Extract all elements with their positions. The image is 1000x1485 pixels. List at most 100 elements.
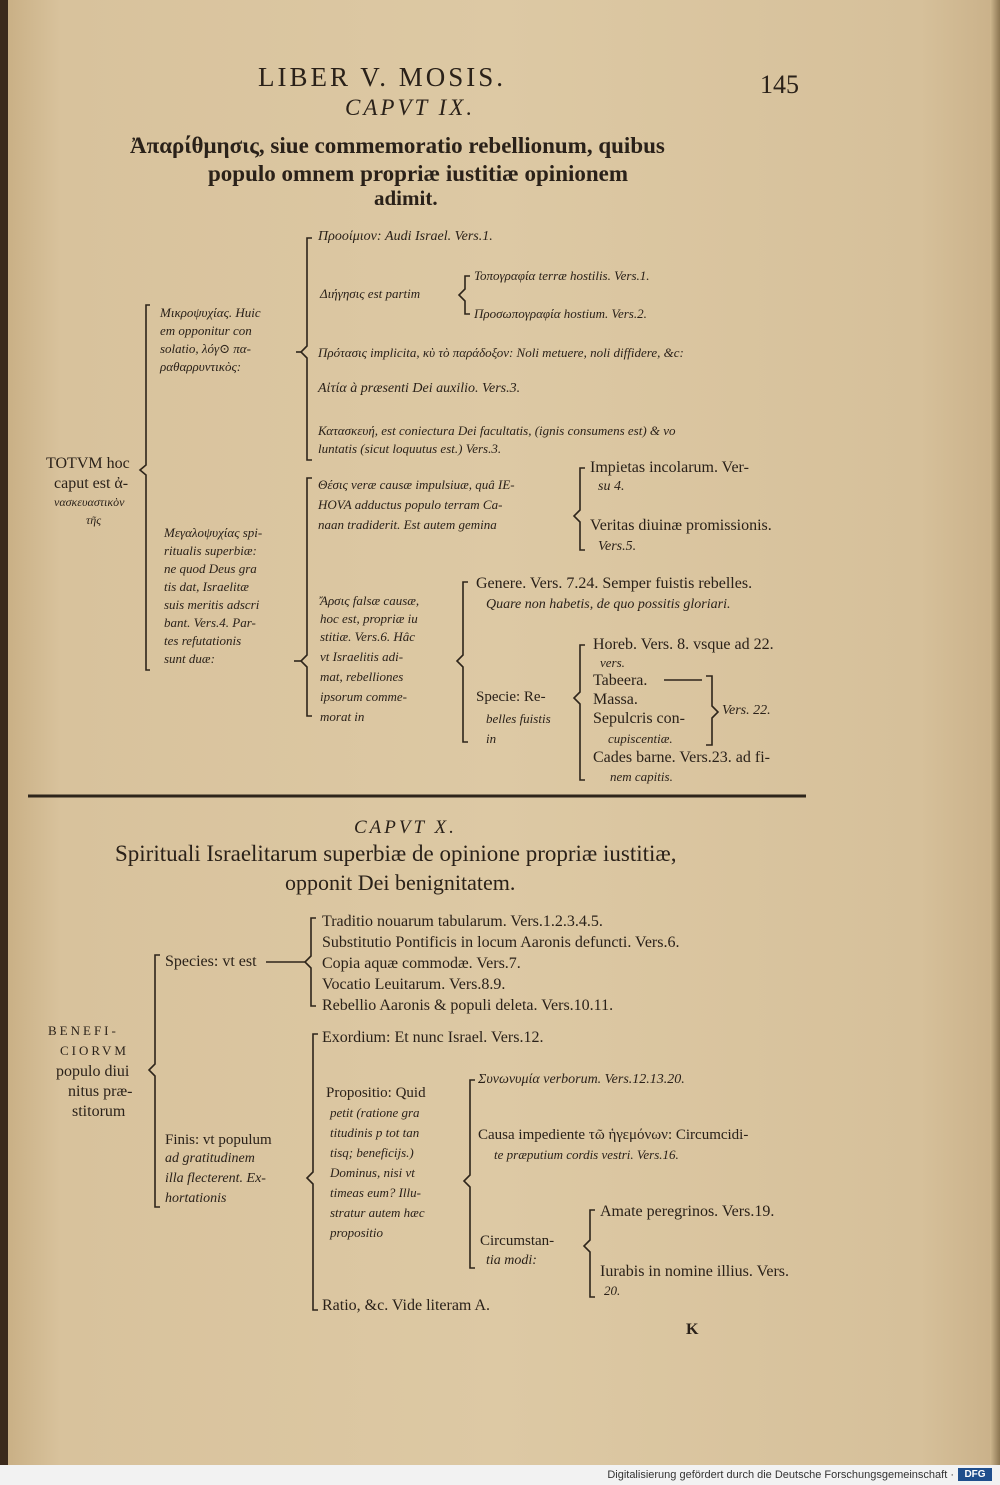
- root-label-10: CIORVM: [60, 1043, 129, 1058]
- funding-notice: Digitalisierung gefördert durch die Deut…: [607, 1469, 954, 1481]
- brace-root-9: [138, 304, 150, 671]
- branch-a-label: ραθαρρυντικὸς:: [160, 359, 242, 374]
- brace-circ-10: [582, 1209, 595, 1298]
- leaf-text: Sepulcris con-: [593, 710, 685, 727]
- page-edge: [990, 0, 1000, 1465]
- leaf-text: Vocatio Leuitarum. Vers.8.9.: [322, 976, 506, 993]
- chapter-10-heading: CAPVT X.: [354, 817, 457, 838]
- leaf-text: Tabeera.: [593, 672, 648, 689]
- branch-b-label: tes refutationis: [164, 633, 242, 648]
- leaf-text: hoc est, propriæ iu: [320, 611, 418, 626]
- leaf-text: nem capitis.: [610, 769, 673, 784]
- root-label-10: populo diui: [56, 1063, 130, 1080]
- leaf-text: vt Israelitis adi-: [320, 649, 404, 664]
- leaf-text: Circumstan-: [480, 1233, 555, 1249]
- branch-b-label: ritualis superbiæ:: [164, 543, 257, 558]
- chapter-9-heading: CAPVT IX.: [345, 95, 476, 120]
- leaf-text: Rebellio Aaronis & populi deleta. Vers.1…: [322, 997, 614, 1014]
- leaf-text: Cades barne. Vers.23. ad fi-: [593, 749, 770, 766]
- branch-b-label: sunt duæ:: [164, 651, 215, 666]
- brace-root-10: [147, 954, 160, 1208]
- leaf-text: Genere. Vers. 7.24. Semper fuistis rebel…: [476, 575, 753, 592]
- chapter-9-title: populo omnem propriæ iustitiæ opinionem: [208, 161, 629, 186]
- species-label: Species: vt est: [165, 953, 257, 970]
- leaf-text: Θέσις veræ causæ impulsiuæ, quâ IE-: [318, 477, 515, 492]
- leaf-text: Αἰτία à præsenti Dei auxilio. Vers.3.: [318, 381, 521, 396]
- chapter-9-title: Ἀπαρίθμησις, siue commemoratio rebellion…: [130, 133, 665, 158]
- branch-a-label: em opponitur con: [160, 323, 252, 338]
- leaf-text: cupiscentiæ.: [608, 731, 673, 746]
- leaf-text: te præputium cordis vestri. Vers.16.: [494, 1147, 679, 1162]
- leaf-text: Ἄρσις falsæ causæ,: [320, 593, 420, 608]
- brace-specie-9: [572, 644, 585, 781]
- leaf-text: mat, rebelliones: [320, 669, 404, 684]
- leaf-text: stratur autem hæc: [330, 1205, 425, 1220]
- leaf-text: Πρότασις implicita, κὺ τὸ παράδοξον: Nol…: [318, 345, 684, 360]
- brace-b1-9: [572, 467, 585, 551]
- signature-mark: K: [686, 1321, 699, 1338]
- running-title: LIBER V. MOSIS.: [258, 62, 507, 92]
- leaf-text: Vers.5.: [598, 539, 637, 554]
- leaf-text: Propositio: Quid: [326, 1085, 426, 1101]
- leaf-text: morat in: [320, 709, 365, 724]
- finis-label: illa flecterent. Ex-: [165, 1171, 266, 1186]
- root-label-9: τῆς: [86, 513, 102, 527]
- leaf-text: propositio: [330, 1225, 383, 1240]
- leaf-text: Iurabis in nomine illius. Vers.: [600, 1263, 790, 1280]
- leaf-text: stitiæ. Vers.6. Hâc: [320, 629, 415, 644]
- leaf-text: Copia aquæ commodæ. Vers.7.: [322, 955, 521, 972]
- chapter-10-title: opponit Dei benignitatem.: [285, 870, 516, 895]
- dfg-logo: DFG: [958, 1468, 992, 1481]
- branch-b-label: suis meritis adscri: [164, 597, 260, 612]
- leaf-text: Προσωπογραφία hostium. Vers.2.: [474, 306, 647, 321]
- branch-b-label: Μεγαλοψυχίας spi-: [164, 525, 263, 540]
- leaf-text: 20.: [604, 1283, 621, 1298]
- leaf-text: timeas eum? Illu-: [330, 1185, 421, 1200]
- leaf-text: tisq; beneficijs.): [330, 1145, 414, 1160]
- leaf-text: ipsorum comme-: [320, 689, 408, 704]
- leaf-text: Προοίμιον: Audi Israel. Vers.1.: [318, 229, 493, 244]
- finis-label: hortationis: [165, 1191, 227, 1206]
- leaf-text: titudinis p tot tan: [330, 1125, 420, 1140]
- leaf-text: petit (ratione gra: [330, 1105, 420, 1120]
- branch-a-label: Μικροψυχίας. Huic: [160, 305, 261, 320]
- chapter-10-title: Spirituali Israelitarum superbiæ de opin…: [115, 841, 677, 866]
- leaf-text: Amate peregrinos. Vers.19.: [600, 1203, 775, 1220]
- leaf-text: Συνωνυμία verborum. Vers.12.13.20.: [478, 1072, 685, 1087]
- leaf-text: Dominus, nisi vt: [330, 1165, 415, 1180]
- branch-b-label: ne quod Deus gra: [164, 561, 257, 576]
- leaf-text: Impietas incolarum. Ver-: [590, 459, 749, 476]
- brace-finis-10: [305, 1033, 318, 1311]
- chapter-9-title: adimit.: [374, 186, 438, 210]
- leaf-text: Specie: Re-: [476, 689, 546, 705]
- brace-a-9: [299, 237, 312, 461]
- brace-a2-9: [457, 275, 470, 315]
- leaf-text: naan tradiderit. Est autem gemina: [318, 517, 497, 532]
- brace-prop-10: [462, 1079, 475, 1269]
- leaf-text: Ratio, &c. Vide literam A.: [322, 1297, 491, 1314]
- root-label-10: nitus præ-: [68, 1083, 133, 1100]
- finis-label: ad gratitudinem: [165, 1151, 255, 1166]
- leaf-text: luntatis (sicut loquutus est.) Vers.3.: [318, 441, 502, 456]
- leaf-text: Horeb. Vers. 8. vsque ad 22.: [593, 636, 774, 653]
- branch-b-label: tis dat, Israelitæ: [164, 579, 249, 594]
- branch-b-label: bant. Vers.4. Par-: [164, 615, 256, 630]
- leaf-text: Κατασκευή, est coniectura Dei facultatis…: [318, 423, 676, 438]
- leaf-text: in: [486, 731, 497, 746]
- root-label-10: BENEFI-: [48, 1023, 119, 1038]
- book-spine-shadow: [0, 0, 8, 1465]
- leaf-text: belles fuistis: [486, 711, 551, 726]
- leaf-text: Quare non habetis, de quo possitis glori…: [486, 597, 731, 612]
- leaf-text: Traditio nouarum tabularum. Vers.1.2.3.4…: [322, 913, 603, 930]
- page-number: 145: [760, 70, 799, 99]
- root-label-9: TOTVM hoc: [46, 455, 130, 472]
- leaf-text: Causa impediente τῶ ἡγεμόνων: Circumcidi…: [478, 1127, 749, 1143]
- leaf-text: vers.: [600, 655, 625, 670]
- brace-v22-9: [706, 675, 720, 746]
- root-label-9: νασκευαστικὸν: [54, 495, 125, 509]
- root-label-9: caput est ἀ-: [54, 475, 129, 492]
- footer-bar: Digitalisierung gefördert durch die Deut…: [0, 1465, 1000, 1485]
- leaf-text: tia modi:: [486, 1253, 537, 1268]
